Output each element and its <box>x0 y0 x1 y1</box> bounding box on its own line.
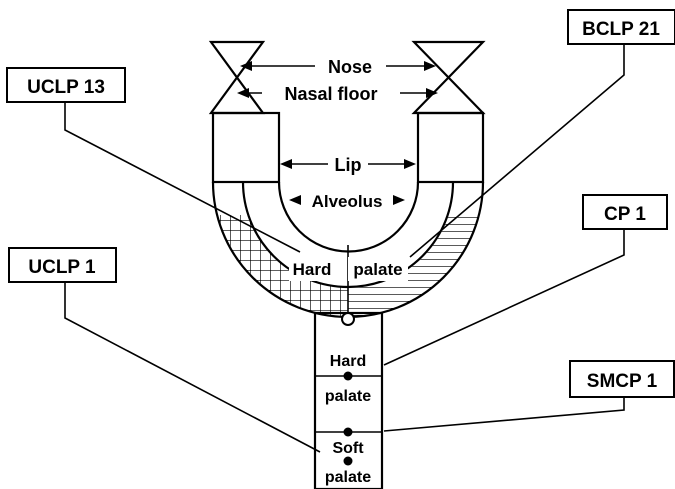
leader-uclp13 <box>64 103 301 253</box>
stalk-soft-palate-label: palate <box>325 469 371 486</box>
uclp1-label: UCLP 1 <box>28 257 96 278</box>
bclp21-box <box>567 9 675 45</box>
bclp21-label: BCLP 21 <box>582 19 660 40</box>
uclp13-label: UCLP 13 <box>27 77 105 98</box>
hard-label-bg <box>289 257 335 281</box>
cp1-label: CP 1 <box>604 204 646 225</box>
open-circle-marker <box>341 312 355 326</box>
alveolus-arrow <box>289 195 405 205</box>
leader-uclp1 <box>64 282 321 453</box>
uclp13-box <box>6 67 126 103</box>
palate-label: palate <box>353 260 402 279</box>
lip-label: Lip <box>335 155 362 175</box>
smcp1-box <box>569 360 675 398</box>
dot-marker-3 <box>343 456 353 466</box>
right-lip-rect <box>416 111 485 184</box>
nose-arrow <box>240 61 436 71</box>
leader-cp1 <box>383 230 625 366</box>
palate-label-bg <box>348 257 408 281</box>
cp1-box <box>582 194 668 230</box>
uclp1-box <box>8 247 117 283</box>
smcp1-label: SMCP 1 <box>587 371 658 392</box>
dot-marker-1 <box>343 371 353 381</box>
nasal-floor-arrow <box>237 88 438 98</box>
left-nose-hourglass <box>208 40 266 115</box>
hard-label: Hard <box>293 260 332 279</box>
leader-bclp21 <box>409 45 625 258</box>
stalk-hard-label: Hard <box>330 353 366 370</box>
stalk-palate-label: palate <box>325 388 371 405</box>
nose-label: Nose <box>328 57 372 77</box>
dot-marker-2 <box>343 427 353 437</box>
soft-label: Soft <box>332 440 364 457</box>
left-lip-rect <box>211 111 281 184</box>
lip-arrow <box>280 159 416 169</box>
right-nose-hourglass <box>411 40 486 115</box>
leader-smcp1 <box>383 398 625 432</box>
alveolus-label: Alveolus <box>312 192 383 211</box>
nasal-floor-label: Nasal floor <box>284 84 377 104</box>
